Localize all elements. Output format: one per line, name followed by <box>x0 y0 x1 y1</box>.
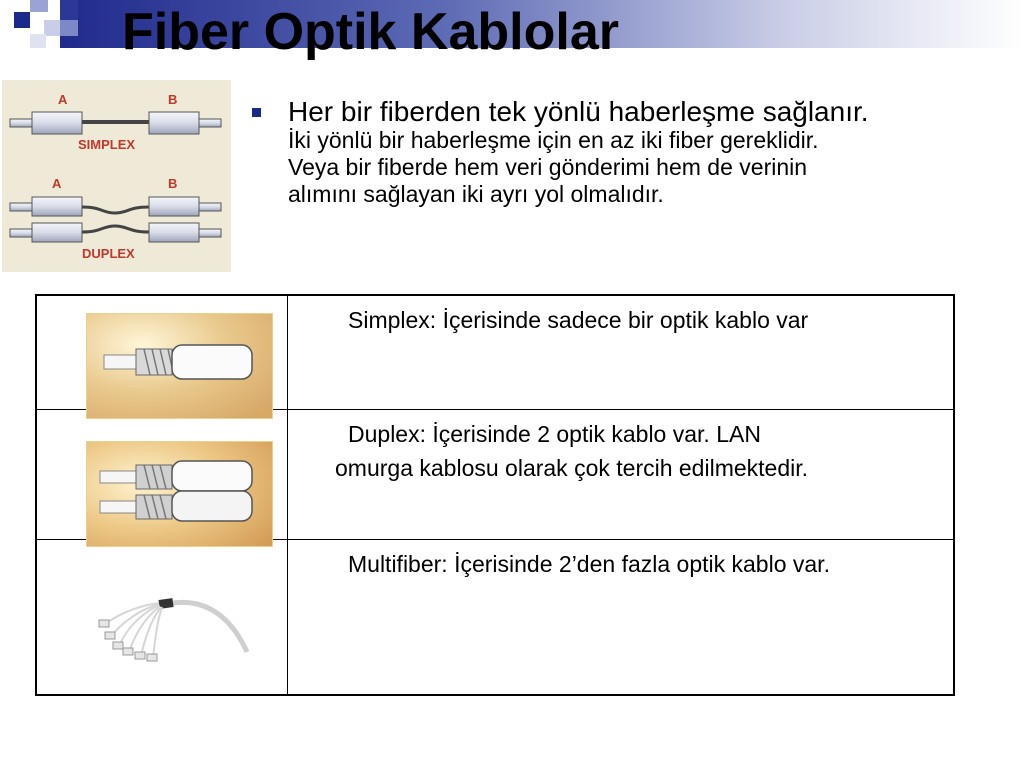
simplex-label: SIMPLEX <box>78 137 135 152</box>
simplex-link <box>9 111 222 135</box>
simplex-end-a-label: A <box>58 92 68 107</box>
bullet-sub-text: İki yönlü bir haberleşme için en az iki … <box>288 127 988 208</box>
bullet-sub-line: İki yönlü bir haberleşme için en az iki … <box>288 127 819 153</box>
simplex-description: Simplex: İçerisinde sadece bir optik kab… <box>348 307 809 333</box>
duplex-label: DUPLEX <box>82 246 135 261</box>
bullet-sub-line: Veya bir fiberde hem veri gönderimi hem … <box>288 154 808 180</box>
slide-title: Fiber Optik Kablolar <box>122 3 619 61</box>
header-square-decoration <box>30 34 46 48</box>
duplex-link <box>9 196 222 243</box>
square-bullet-icon <box>252 108 261 117</box>
duplex-description-line2: omurga kablosu olarak çok tercih edilmek… <box>335 455 809 481</box>
table-row-divider <box>37 409 953 410</box>
header-square-decoration <box>60 0 78 20</box>
table-column-divider <box>287 296 288 694</box>
header-square-decoration <box>44 20 60 36</box>
multifiber-description: Multifiber: İçerisinde 2’den fazla optik… <box>348 551 830 577</box>
header-square-decoration <box>60 20 78 36</box>
simplex-cable-image <box>85 312 274 420</box>
header-square-decoration <box>14 12 30 28</box>
duplex-description-line1: Duplex: İçerisinde 2 optik kablo var. LA… <box>348 421 761 447</box>
table-row-divider <box>37 539 953 540</box>
simplex-duplex-diagram-svg: A B SIMPLEX A B DUPLEX <box>9 92 222 261</box>
cable-types-table: Simplex: İçerisinde sadece bir optik kab… <box>35 294 955 696</box>
duplex-end-b-label: B <box>168 176 177 191</box>
simplex-end-b-label: B <box>168 92 177 107</box>
multifiber-cable-image <box>97 590 257 670</box>
bullet-main-text: Her bir fiberden tek yönlü haberleşme sa… <box>288 96 869 127</box>
duplex-cable-image <box>85 440 274 548</box>
duplex-end-a-label: A <box>52 176 62 191</box>
simplex-duplex-diagram: A B SIMPLEX A B DUPLEX <box>2 80 231 272</box>
bullet-sub-line: alımını sağlayan iki ayrı yol olmalıdır. <box>288 181 664 207</box>
header-gradient-band <box>60 0 1024 48</box>
header-square-decoration <box>30 0 48 12</box>
